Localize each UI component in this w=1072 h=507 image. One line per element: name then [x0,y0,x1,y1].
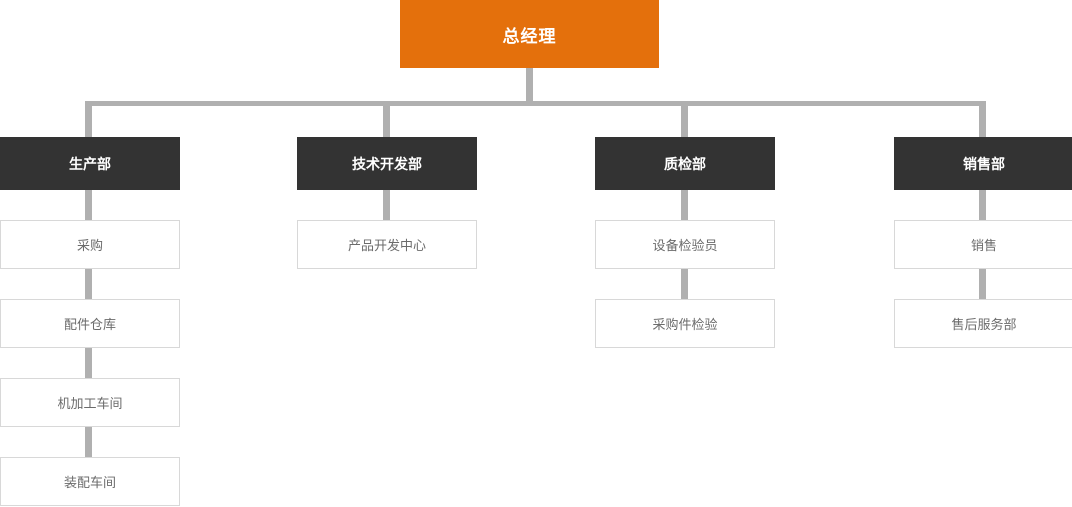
connector-sub [681,190,688,220]
connector-sub [979,269,986,299]
connector-sub [85,348,92,378]
org-node-child[interactable]: 设备检验员 [595,220,775,269]
org-branch-sales: 销售部 销售 售后服务部 [894,137,1072,348]
connector-drop-production [85,101,92,138]
org-node-child[interactable]: 产品开发中心 [297,220,477,269]
connector-drop-sales [979,101,986,138]
connector-sub [681,269,688,299]
connector-sub [85,190,92,220]
org-node-child[interactable]: 采购件检验 [595,299,775,348]
org-branch-production: 生产部 采购 配件仓库 机加工车间 装配车间 [0,137,180,506]
org-node-child[interactable]: 装配车间 [0,457,180,506]
org-node-department[interactable]: 生产部 [0,137,180,190]
connector-drop-quality [681,101,688,138]
org-node-child[interactable]: 采购 [0,220,180,269]
org-node-department[interactable]: 质检部 [595,137,775,190]
org-node-root[interactable]: 总经理 [400,0,659,68]
org-node-child[interactable]: 机加工车间 [0,378,180,427]
org-node-department[interactable]: 技术开发部 [297,137,477,190]
org-branch-technical: 技术开发部 产品开发中心 [297,137,477,269]
org-node-child[interactable]: 售后服务部 [894,299,1072,348]
connector-root-stem [526,68,533,102]
connector-sub [383,190,390,220]
connector-drop-technical [383,101,390,138]
connector-horizontal-bus [85,101,986,106]
connector-sub [979,190,986,220]
org-node-child[interactable]: 配件仓库 [0,299,180,348]
org-node-child[interactable]: 销售 [894,220,1072,269]
org-node-department[interactable]: 销售部 [894,137,1072,190]
connector-sub [85,269,92,299]
org-branch-quality: 质检部 设备检验员 采购件检验 [595,137,775,348]
connector-sub [85,427,92,457]
